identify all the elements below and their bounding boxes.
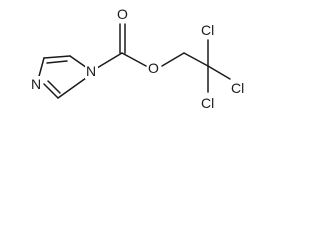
atom-cl-right: Cl (231, 80, 244, 96)
imidazole-ring (37, 55, 91, 99)
bond-ch2-ccl3 (183, 52, 209, 67)
bond-n1-carbonyl-c (96, 52, 123, 69)
bond-carbonyl-c-ester-o (121, 52, 147, 67)
label-bg-o-ester (147, 60, 161, 76)
structure-canvas: N N O O Cl Cl Cl (0, 0, 252, 126)
atom-cl-bottom: Cl (201, 95, 214, 111)
bond-n3-c2-inner (47, 80, 61, 94)
atom-o-ester: O (148, 60, 159, 76)
label-bg-n3 (30, 76, 43, 92)
atom-labels: N N O O Cl Cl Cl (30, 6, 244, 111)
label-bg-n1 (85, 63, 98, 79)
atom-cl-top: Cl (201, 22, 214, 38)
atom-o-carbonyl: O (117, 6, 128, 22)
atom-n-imidazole-left: N (31, 76, 41, 92)
bond-c5-c4-inner (46, 60, 68, 64)
bond-n3-c2 (43, 83, 59, 99)
bond-ccl3-cl-right (207, 65, 231, 80)
bond-c5-c4 (43, 55, 71, 59)
atom-n-imidazole: N (86, 63, 96, 79)
bond-ester-o-ch2 (161, 52, 185, 67)
carbamate-chain (96, 23, 231, 93)
chemical-structure: N N O O Cl Cl Cl (30, 6, 244, 111)
bond-c2-n1 (57, 77, 87, 99)
